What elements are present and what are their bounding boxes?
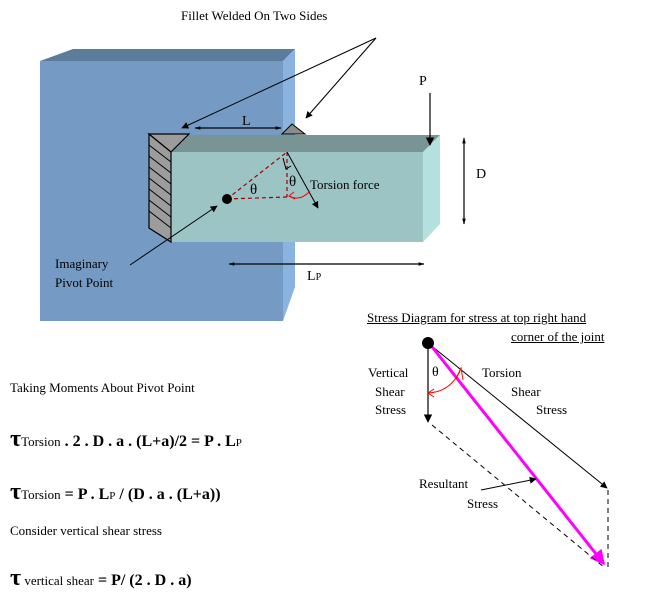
- eq1-tail-subscript: P: [235, 437, 242, 449]
- stress-theta: θ: [432, 365, 439, 380]
- vertical-label-1: Vertical: [368, 365, 409, 380]
- torsion-label-3: Stress: [536, 402, 568, 417]
- eq2-tail: / (D . a . (L+a)): [115, 486, 221, 503]
- eq1-body: . 2 . D . a . (L+a)/2 = P . L: [60, 433, 236, 450]
- label-d: D: [476, 167, 487, 182]
- eq1-subscript: Torsion: [21, 434, 61, 449]
- resultant-label-1: Resultant: [419, 476, 469, 491]
- left-weld: [147, 132, 191, 244]
- beam: [171, 135, 440, 242]
- stress-diagram-title-2: corner of the joint: [511, 329, 605, 344]
- label-theta-1: θ: [250, 182, 258, 198]
- stress-diagram-title-1: Stress Diagram for stress at top right h…: [367, 310, 587, 325]
- label-torsion-force: Torsion force: [310, 177, 380, 192]
- weld-leader-arrows: [181, 37, 377, 129]
- beam-front-face: [171, 152, 423, 242]
- torsion-shear-vector: [427, 342, 608, 489]
- equation-3: τ vertical shear = P/ (2 . D . a): [10, 566, 192, 590]
- eq3-body: = P/ (2 . D . a): [93, 572, 192, 589]
- beam-side-face: [423, 135, 440, 242]
- tau-symbol: τ: [10, 479, 22, 505]
- resultant-stress-vector: [427, 342, 606, 566]
- right-weld: [280, 123, 307, 135]
- wall-top-face: [40, 49, 295, 61]
- label-pivot-line1: Imaginary: [55, 256, 109, 271]
- eq2-mid-subscript: P: [109, 490, 116, 502]
- label-theta-2: θ: [289, 174, 297, 190]
- equations-heading: Taking Moments About Pivot Point: [10, 380, 195, 395]
- label-pivot-line2: Pivot Point: [55, 275, 114, 290]
- equation-2: τTorsion = P . LP / (D . a . (L+a)): [10, 480, 221, 504]
- stress-origin-dot: [422, 337, 434, 349]
- tau-symbol: τ: [10, 565, 22, 591]
- label-lp-sub: P: [315, 272, 322, 283]
- equations-note: Consider vertical shear stress: [10, 523, 162, 538]
- vertical-label-2: Shear: [375, 384, 405, 399]
- beam-top-face: [171, 135, 440, 152]
- resultant-leader-arrow: [480, 476, 537, 491]
- equation-1: τTorsion . 2 . D . a . (L+a)/2 = P . LP: [10, 427, 242, 451]
- resultant-label-2: Stress: [467, 496, 499, 511]
- label-lp: LP: [307, 270, 321, 284]
- vertical-label-3: Stress: [375, 402, 407, 417]
- torsion-label-1: Torsion: [482, 365, 522, 380]
- pivot-geometry: [222, 151, 319, 209]
- stress-diagram: [422, 337, 609, 570]
- label-lp-main: L: [307, 269, 316, 284]
- label-p: P: [419, 74, 427, 89]
- tau-symbol: τ: [10, 426, 22, 452]
- eq2-body: = P . L: [60, 486, 110, 503]
- eq3-subscript: vertical shear: [21, 573, 94, 588]
- eq2-subscript: Torsion: [21, 487, 61, 502]
- label-l: L: [242, 114, 251, 129]
- torsion-label-2: Shear: [511, 384, 541, 399]
- parallel-dashed-diagonal: [431, 424, 606, 569]
- pivot-point-dot: [222, 194, 232, 204]
- diagram-title: Fillet Welded On Two Sides: [181, 8, 328, 23]
- pivot-leader-arrow: [129, 205, 218, 266]
